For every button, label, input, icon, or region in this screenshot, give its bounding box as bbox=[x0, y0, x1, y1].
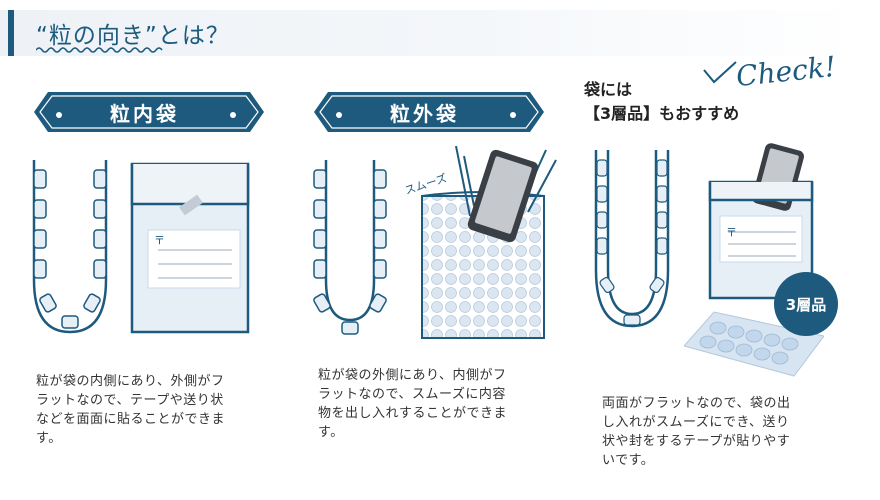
description-line: 状や封をするテープが貼りやす bbox=[602, 434, 791, 449]
description-line: ラットなので、テープや送り状 bbox=[36, 393, 224, 408]
band-dot-left bbox=[336, 112, 342, 118]
three-layer-badge: 3層品 bbox=[774, 272, 838, 336]
description-line: 粒が袋の外側にあり、内側がフ bbox=[318, 368, 507, 383]
bubble-wrap-icon bbox=[421, 146, 557, 339]
description-outer: 粒が袋の外側にあり、内側がフ ラットなので、スムーズに内容 物を出し入れすること… bbox=[318, 366, 507, 442]
bag-cross-section-icon bbox=[32, 160, 108, 334]
envelope-icon bbox=[130, 162, 250, 334]
bag-cross-section-icon bbox=[594, 150, 670, 328]
description-three-layer: 両面がフラットなので、袋の出 し入れがスムーズにでき、送り 状や封をするテープが… bbox=[602, 394, 790, 470]
page-title: “粒の向き”とは？ bbox=[36, 23, 230, 49]
check-mark-icon bbox=[703, 61, 737, 84]
header-accent-bar bbox=[8, 10, 14, 56]
band-dot-right bbox=[510, 112, 516, 118]
description-line: 両面がフラットなので、袋の出 bbox=[602, 396, 791, 411]
postal-mark: 〒 bbox=[726, 226, 737, 239]
section-label-outer: 粒外袋 bbox=[390, 102, 459, 126]
bubble-wrap-icon bbox=[684, 311, 824, 377]
section-band-outer bbox=[314, 92, 544, 132]
bag-cross-section-icon bbox=[313, 160, 387, 335]
description-line: などを面面に貼ることができま bbox=[36, 412, 226, 427]
check-label: Check! bbox=[734, 49, 838, 94]
section-label-inner: 粒内袋 bbox=[110, 102, 179, 126]
description-line: す。 bbox=[318, 425, 344, 440]
description-line: いです。 bbox=[602, 453, 655, 468]
recommend-note: 袋には 【3層品】もおすすめ bbox=[584, 78, 739, 126]
title-underline-wave bbox=[36, 47, 163, 53]
description-inner: 粒が袋の内側にあり、外側がフ ラットなので、テープや送り状 などを面面に貼ること… bbox=[36, 372, 225, 448]
description-line: し入れがスムーズにでき、送り bbox=[602, 415, 790, 430]
postal-mark: 〒 bbox=[154, 234, 165, 247]
band-dot-right bbox=[230, 112, 236, 118]
smartphone-icon bbox=[467, 149, 539, 243]
section-band-inner bbox=[34, 92, 264, 132]
description-line: 粒が袋の内側にあり、外側がフ bbox=[36, 374, 225, 389]
description-line: ラットなので、スムーズに内容 bbox=[318, 387, 506, 402]
envelope-icon bbox=[708, 143, 814, 300]
recommend-note-line2: 【3層品】もおすすめ bbox=[584, 104, 740, 123]
band-dot-left bbox=[56, 112, 62, 118]
description-line: す。 bbox=[36, 431, 62, 446]
description-line: 物を出し入れすることができま bbox=[318, 406, 508, 421]
recommend-note-line1: 袋には bbox=[584, 80, 633, 99]
header-bar bbox=[0, 10, 860, 56]
